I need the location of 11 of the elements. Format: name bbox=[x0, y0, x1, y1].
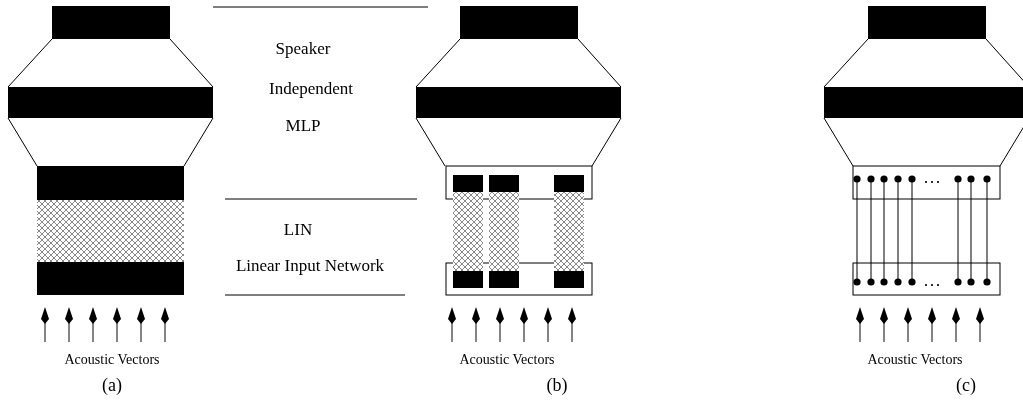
layer-label: Speaker bbox=[275, 39, 331, 57]
panel-label: (c) bbox=[956, 376, 976, 394]
layer-label: LIN bbox=[283, 220, 313, 238]
layer-label: Linear Input Network bbox=[235, 256, 385, 274]
layer-label: MLP bbox=[285, 116, 321, 134]
layer-label: Independent bbox=[269, 79, 353, 97]
panel-label: (b) bbox=[546, 376, 568, 394]
input-label: Acoustic Vectors bbox=[867, 353, 963, 367]
panel-label: (a) bbox=[102, 376, 122, 394]
input-label: Acoustic Vectors bbox=[64, 353, 160, 367]
input-label: Acoustic Vectors bbox=[459, 353, 555, 367]
